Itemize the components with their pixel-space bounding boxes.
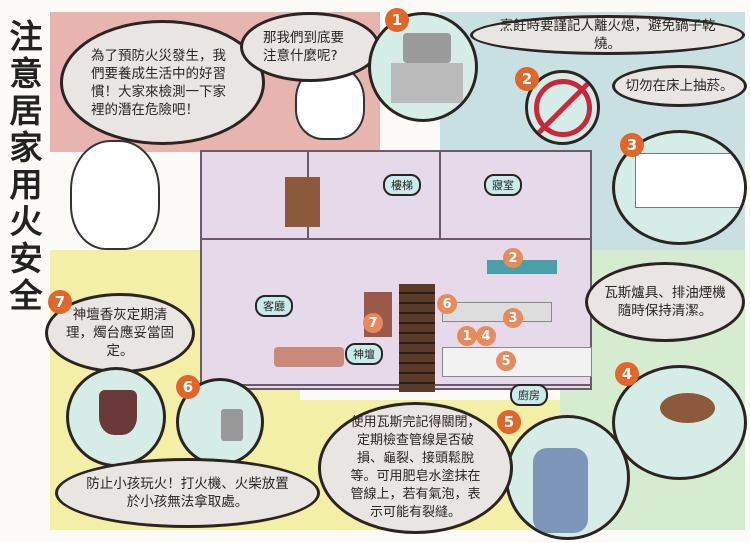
matches-lighter-icon <box>176 378 264 466</box>
range-hood-icon <box>612 130 747 245</box>
house-marker-6: 6 <box>437 294 457 314</box>
tip-6-bubble: 防止小孩玩火！打火機、火柴放置於小孩無法拿取處。 <box>55 458 320 528</box>
pot-on-stove-icon <box>368 12 478 122</box>
house-marker-1: 1 <box>457 326 477 346</box>
gas-cylinder-icon <box>505 415 630 540</box>
room-label-living-room: 客廳 <box>255 295 293 317</box>
house-marker-5: 5 <box>496 351 516 371</box>
tip-4-bubble: 瓦斯爐具、排油煙機隨時保持清潔。 <box>585 262 745 342</box>
gas-stove-icon <box>612 365 747 480</box>
kitchen-counter <box>442 347 592 377</box>
tip-2-bubble: 切勿在床上抽菸。 <box>612 65 747 107</box>
girl-bear-speech-bubble: 那我們到底要注意什麼呢? <box>240 12 380 82</box>
tip-number-5: 5 <box>497 410 521 434</box>
house-marker-7: 7 <box>363 313 383 333</box>
bear-speech-bubble: 為了預防火災發生，我們要養成生活中的好習慣！大家來檢測一下家裡的潛在危險吧！ <box>60 20 265 145</box>
floor-divider <box>202 384 592 386</box>
polar-bear-illustration <box>70 140 160 250</box>
tip-number-3: 3 <box>620 133 644 157</box>
tip-number-6: 6 <box>176 375 200 399</box>
page-title: 注意居家用火安全 <box>9 17 43 315</box>
room-label-stairs: 樓梯 <box>383 174 421 196</box>
altar-candles-icon <box>66 367 166 467</box>
tip-number-1: 1 <box>385 8 409 32</box>
tip-5-bubble: 使用瓦斯完記得關閉，定期檢查管線是否破損、龜裂、接頭鬆脫等。可用肥皂水塗抹在管線… <box>318 402 513 534</box>
house-marker-3: 3 <box>503 308 523 328</box>
floor-divider <box>202 238 592 240</box>
staircase <box>399 284 435 392</box>
bookshelf <box>285 177 320 227</box>
room-label-altar: 神壇 <box>345 343 383 365</box>
wall <box>439 152 441 238</box>
tip-number-7: 7 <box>48 290 72 314</box>
tip-number-4: 4 <box>615 362 639 386</box>
room-label-kitchen: 廚房 <box>510 384 548 406</box>
house-marker-2: 2 <box>503 248 523 268</box>
house-marker-4: 4 <box>476 326 496 346</box>
tip-1-bubble: 烹飪時要謹記人離火熄，避免鍋子乾燒。 <box>470 15 745 55</box>
room-label-bedroom: 寢室 <box>484 174 522 196</box>
kitchen-cabinet <box>442 302 552 322</box>
sofa <box>274 347 344 367</box>
tip-number-2: 2 <box>515 67 539 91</box>
